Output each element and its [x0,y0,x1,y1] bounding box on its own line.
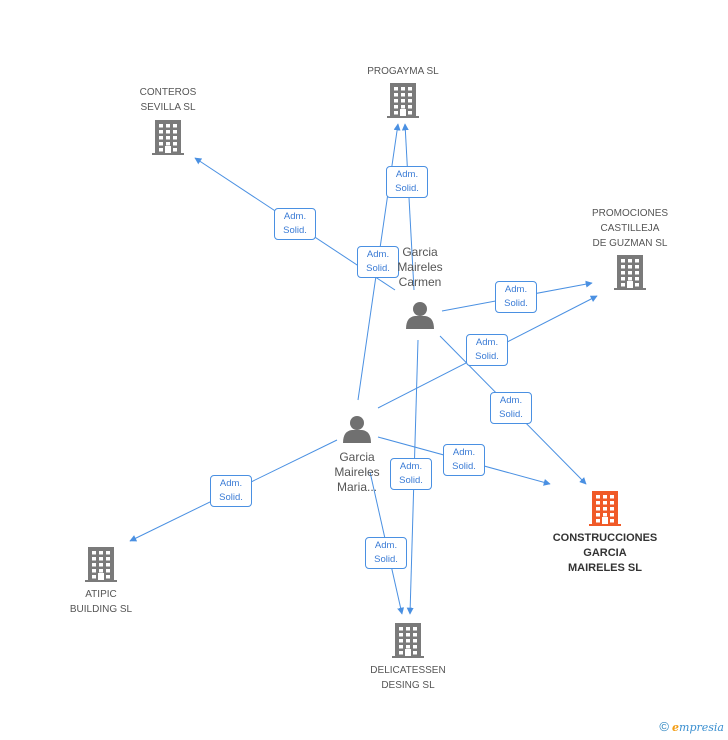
company-label-atipic[interactable]: ATIPIC BUILDING SL [69,589,133,615]
building-icon-promociones[interactable] [614,255,646,290]
edge-label-carmen-to-progayma[interactable]: Adm. Solid. [386,166,428,198]
person-label-maria[interactable]: Garcia Maireles Maria... [334,450,380,494]
building-icon-delicatessen[interactable] [392,623,424,658]
building-icon-conteros[interactable] [152,120,184,155]
edges-layer [129,123,598,615]
building-icon-progayma[interactable] [387,83,419,118]
building-icon-construcciones[interactable] [589,491,621,526]
edge-label-carmen-to-construcciones[interactable]: Adm. Solid. [490,392,532,424]
building-icon-atipic[interactable] [85,547,117,582]
edge-label-carmen-to-delicatessen[interactable]: Adm. Solid. [390,458,432,490]
company-label-delicatessen[interactable]: DELICATESSEN DESING SL [370,665,446,691]
edge-label-maria-to-progayma[interactable]: Adm. Solid. [357,246,399,278]
edge-label-maria-to-construcciones[interactable]: Adm. Solid. [443,444,485,476]
company-label-construcciones[interactable]: CONSTRUCCIONES GARCIA MAIRELES SL [552,532,658,574]
edge-label-maria-to-promociones[interactable]: Adm. Solid. [466,334,508,366]
edge-label-maria-to-delicatessen[interactable]: Adm. Solid. [365,537,407,569]
edge-label-carmen-to-promociones[interactable]: Adm. Solid. [495,281,537,313]
company-label-promociones[interactable]: PROMOCIONES CASTILLEJA DE GUZMAN SL [591,208,669,249]
person-label-carmen[interactable]: Garcia Maireles Carmen [397,245,443,289]
copyright-symbol: © [659,719,669,734]
edge-carmen-to-progayma [401,123,415,291]
company-label-conteros[interactable]: CONTEROS SEVILLA SL [139,87,197,113]
brand-name: mpresia [679,721,724,734]
edge-label-maria-to-atipic[interactable]: Adm. Solid. [210,475,252,507]
brand-logo-initial: e [672,721,680,734]
person-icon-carmen[interactable] [406,302,434,329]
edge-label-carmen-to-conteros[interactable]: Adm. Solid. [274,208,316,240]
nodes-layer [85,83,646,658]
person-icon-maria[interactable] [343,416,371,443]
company-label-progayma[interactable]: PROGAYMA SL [367,66,439,77]
footer-brand[interactable]: © empresia [659,719,724,734]
